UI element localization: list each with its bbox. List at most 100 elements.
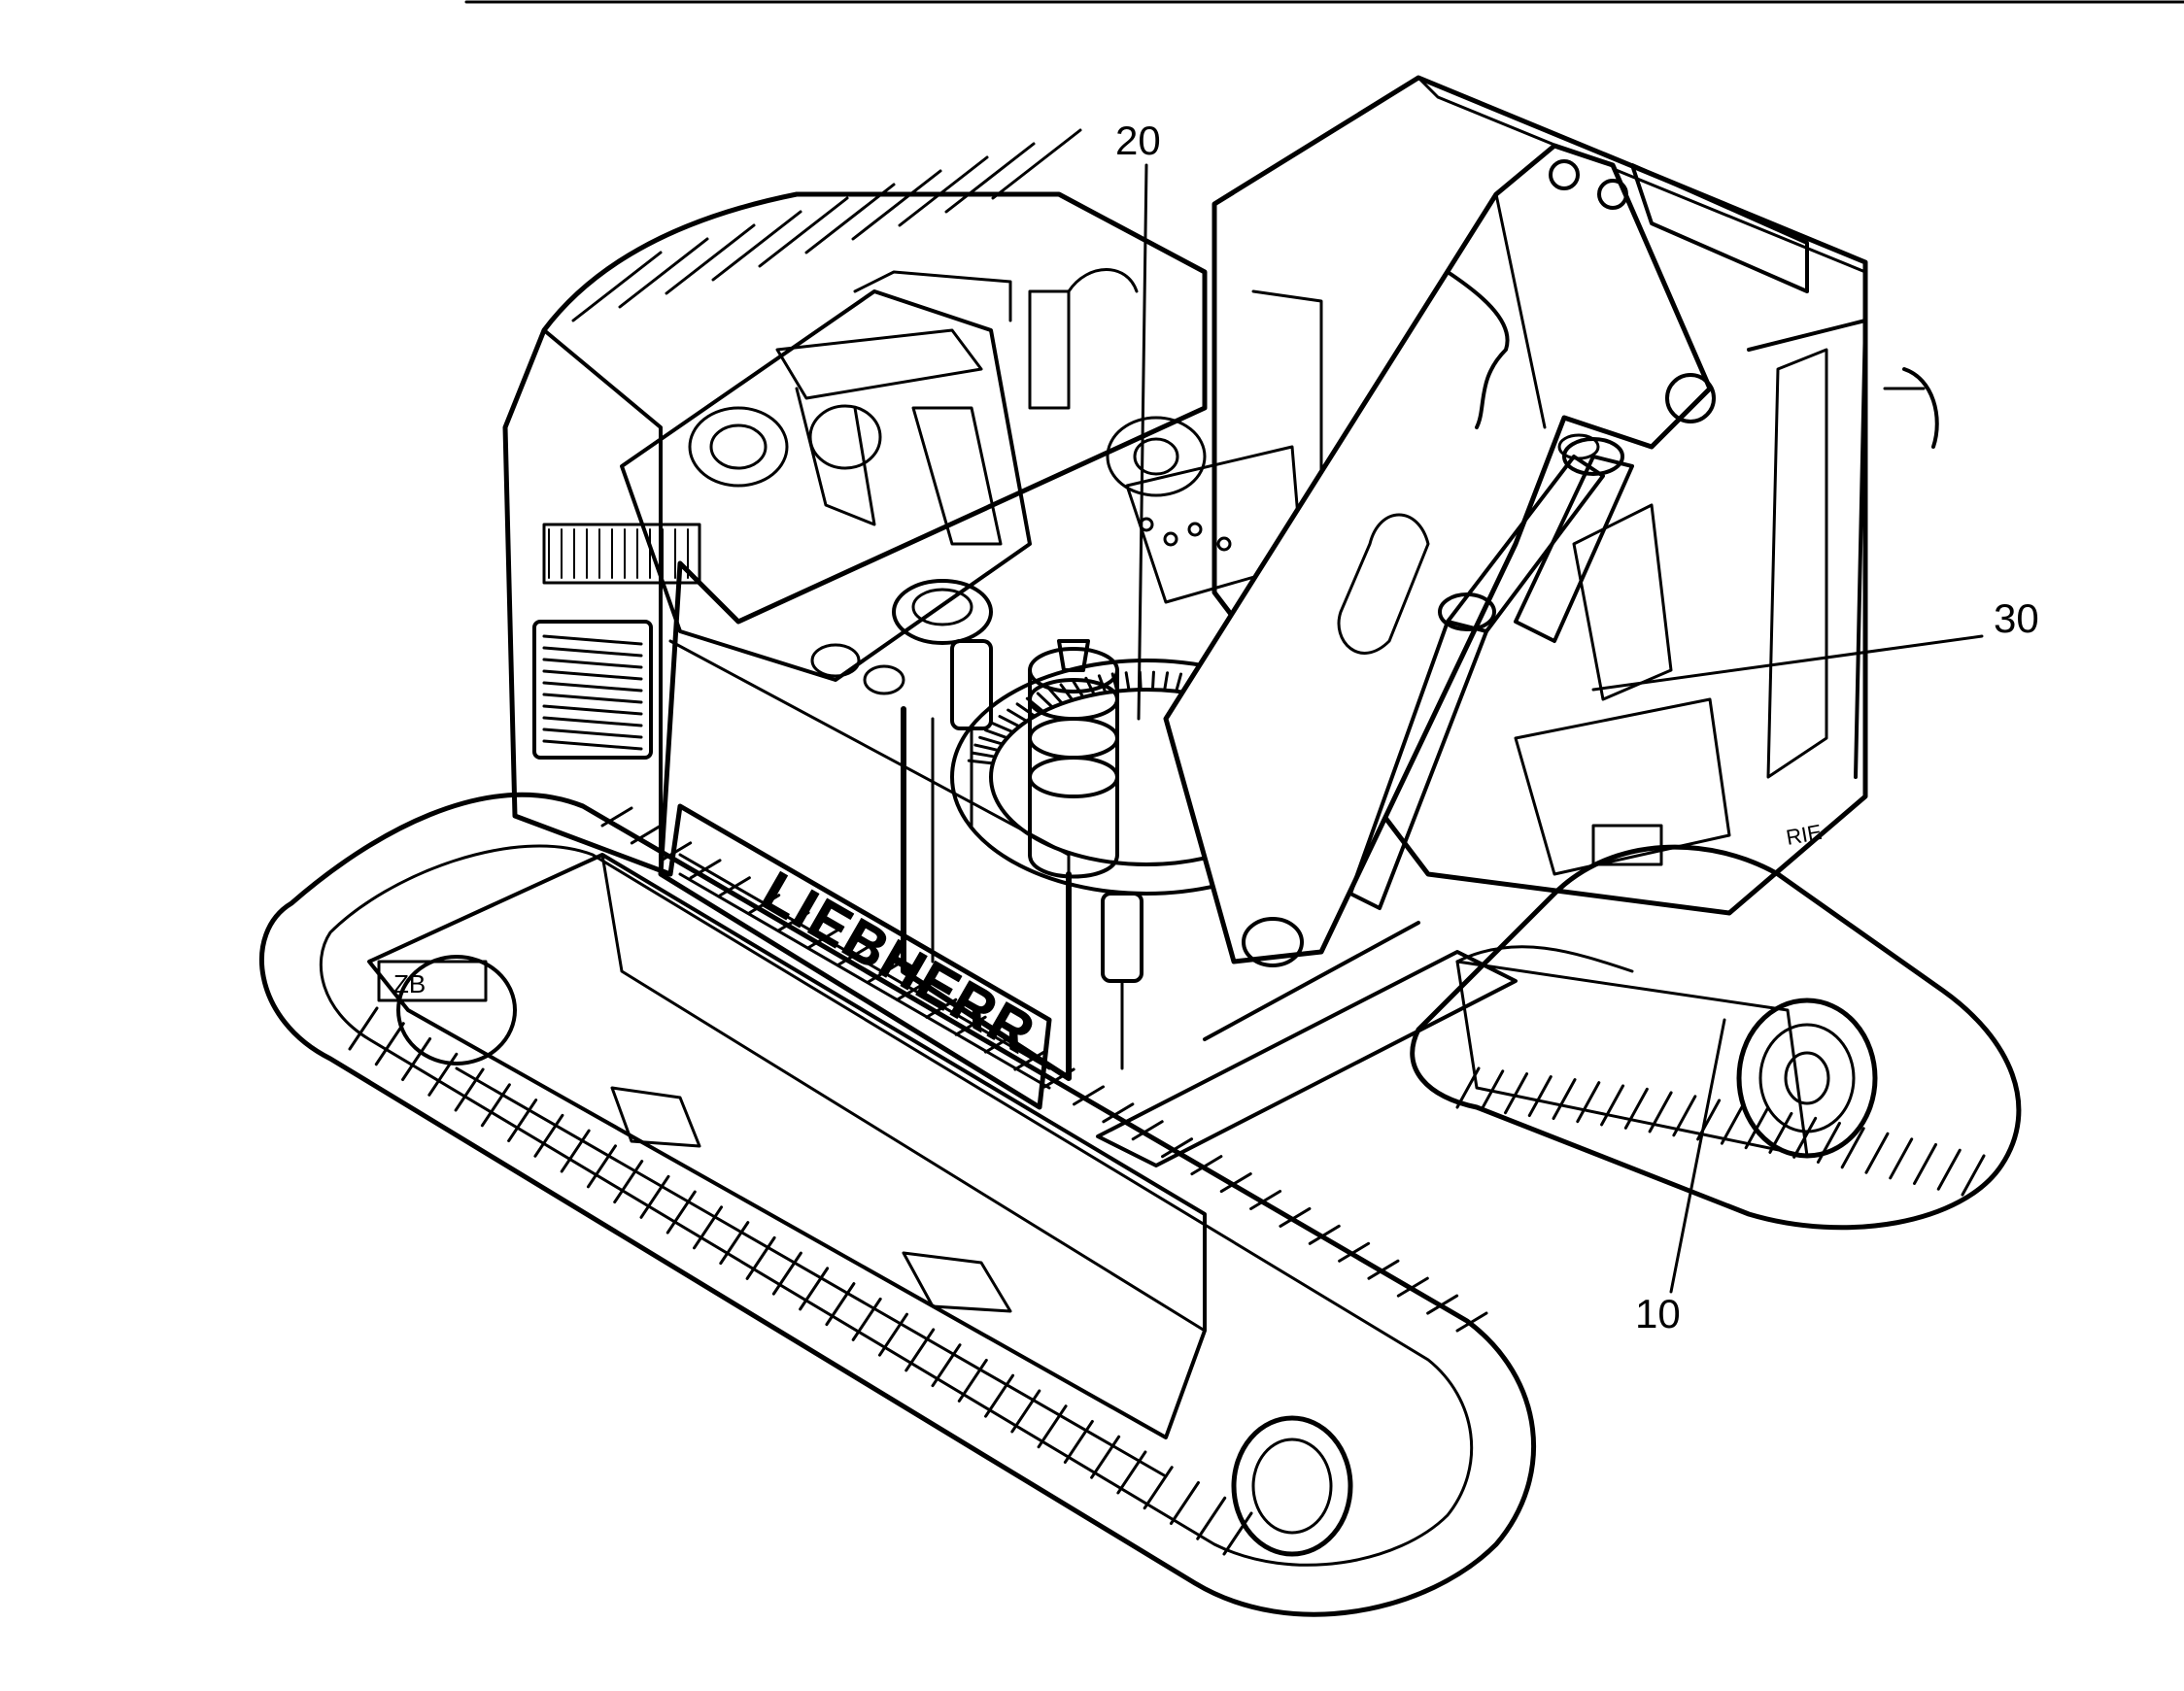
track-shoe <box>1552 1078 1577 1121</box>
track-shoe <box>1426 1294 1459 1315</box>
hood-louver <box>711 210 802 282</box>
track-shoe <box>427 1052 459 1097</box>
grille-slat <box>542 658 643 669</box>
track-shoe <box>931 1343 962 1388</box>
ring-tooth <box>1036 692 1054 709</box>
track-shoe <box>984 1373 1015 1418</box>
track-shoe <box>1037 1404 1068 1449</box>
track-shoe <box>1455 1311 1488 1333</box>
track-shoe <box>1864 1132 1890 1174</box>
track-shoe <box>454 1067 485 1112</box>
grille-slat <box>542 634 643 646</box>
track-shoe <box>1249 1189 1282 1210</box>
track-shoe <box>1010 1389 1041 1434</box>
track-shoe <box>1063 1419 1094 1464</box>
callout-label-20: 20 <box>1115 118 1161 163</box>
left-crawler-track: ZB <box>259 792 1537 1617</box>
left-track-shoes <box>348 806 1488 1556</box>
track-shoe <box>719 1221 750 1266</box>
track-shoe <box>825 1282 856 1327</box>
ring-tooth <box>1175 672 1183 693</box>
track-shoe <box>1116 1450 1147 1495</box>
grille-slat <box>542 646 643 658</box>
track-shoe <box>665 1190 697 1234</box>
handrail-left <box>901 706 1072 1081</box>
track-shoe <box>1912 1142 1937 1185</box>
side-grille <box>542 634 643 751</box>
track-shoe <box>560 1129 591 1173</box>
ring-tooth <box>1015 702 1037 718</box>
callout-label-10: 10 <box>1635 1291 1681 1336</box>
ring-tooth <box>973 743 1001 753</box>
leader-line-30 <box>1591 634 1984 692</box>
track-shoe <box>1396 1276 1429 1298</box>
track-shoe <box>1936 1148 1962 1191</box>
track-shoe <box>877 1312 908 1357</box>
leader-line-10 <box>1669 1018 1726 1294</box>
track-shoe <box>1196 1496 1227 1540</box>
track-shoe <box>745 1235 776 1280</box>
track-shoe <box>1367 1259 1400 1280</box>
track-shoe <box>586 1144 617 1189</box>
rotary-joint <box>1028 639 1119 879</box>
hood-louver <box>898 155 989 227</box>
track-shoe <box>1143 1466 1174 1510</box>
track-shoe <box>1090 1435 1121 1479</box>
hood-louver <box>571 251 663 322</box>
track-shoe <box>1131 1120 1164 1141</box>
ring-tooth <box>990 722 1015 734</box>
ring-tooth <box>970 751 997 759</box>
car-body <box>1096 921 1518 1167</box>
track-shoe <box>1279 1206 1312 1228</box>
track-shoe <box>630 824 663 845</box>
callout-label-30: 30 <box>1994 595 2039 641</box>
ring-tooth <box>1007 708 1029 724</box>
boom-cylinder-right <box>1514 455 1634 643</box>
hood-louver <box>758 196 849 268</box>
mesh-grille <box>548 528 689 579</box>
ring-tooth <box>978 735 1005 746</box>
right-crawler-track <box>1410 844 2022 1231</box>
ring-tooth <box>1072 679 1085 699</box>
svg-text:ZB: ZB <box>393 969 426 998</box>
track-shoe <box>1840 1127 1865 1169</box>
track-shoe <box>401 1037 432 1082</box>
track-shoe <box>904 1328 936 1372</box>
fuel-cap <box>892 579 993 645</box>
hood-louver <box>851 169 942 241</box>
grille-slat <box>542 739 643 751</box>
track-shoe <box>348 1006 379 1051</box>
ring-tooth <box>1047 687 1064 705</box>
ring-tooth <box>1150 670 1155 692</box>
track-shoe <box>1169 1480 1200 1525</box>
track-shoe <box>374 1022 405 1066</box>
boom-assembly <box>1163 143 1716 967</box>
track-shoe <box>1219 1172 1252 1194</box>
grille-slat <box>542 681 643 693</box>
track-shoe <box>1222 1511 1253 1556</box>
hood-louver <box>944 142 1036 214</box>
ring-tooth <box>1163 671 1170 693</box>
grille-slat <box>542 704 643 716</box>
track-shoe <box>1889 1137 1914 1180</box>
track-shoe <box>1161 1137 1194 1159</box>
operator-cab: RIE <box>1211 75 1939 916</box>
hood-louver <box>618 237 709 309</box>
track-shoe <box>771 1251 802 1296</box>
track-shoe <box>693 1205 724 1250</box>
track-shoe <box>1338 1241 1371 1263</box>
track-shoe <box>1504 1072 1529 1115</box>
track-shoe <box>613 1160 644 1204</box>
track-shoe <box>1720 1102 1745 1145</box>
track-shoe <box>957 1358 988 1403</box>
track-shoe <box>1600 1084 1625 1127</box>
hood-louver <box>804 183 896 254</box>
mirror-right <box>1101 892 1143 983</box>
track-shoe <box>1623 1087 1649 1130</box>
ring-tooth <box>1124 671 1131 693</box>
track-shoe <box>1073 1085 1106 1106</box>
track-shoe <box>1527 1075 1553 1118</box>
svg-text:RIE: RIE <box>1785 820 1824 850</box>
